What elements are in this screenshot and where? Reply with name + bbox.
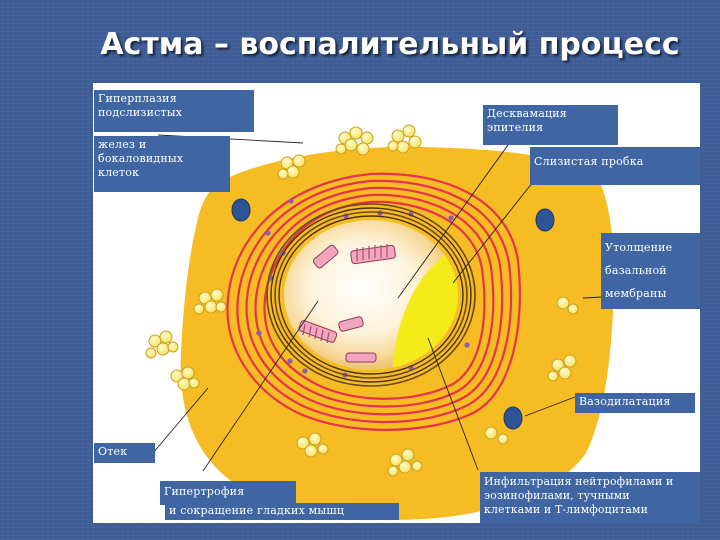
label-hyperplasia-line2: подслизистых [98, 106, 183, 119]
label-hypertrophy: Гипертрофия [160, 481, 296, 505]
label-hypertrophy-line1: Гипертрофия [164, 485, 245, 498]
label-thickening-line3: мембраны [605, 287, 667, 300]
label-thickening-line2: базальной [605, 264, 667, 277]
inflammatory-cells [256, 198, 470, 378]
label-thickening-line1: Утолщение [605, 241, 673, 254]
airway-cross-section [145, 124, 615, 520]
label-desquamation-line1: Десквамация [487, 107, 567, 120]
label-hyperplasia-line5: клеток [98, 166, 140, 179]
label-thickening: Утолщение базальной мембраны [601, 233, 700, 309]
label-hyperplasia-line1: Гиперплазия [98, 92, 177, 105]
label-vasodilation-text: Вазодилатация [579, 395, 671, 408]
submucosal-glands [145, 124, 579, 477]
blood-vessels [231, 198, 555, 430]
label-infiltration-line1: Инфильтрация нейтрофилами и [484, 475, 674, 488]
basement-membrane [266, 203, 476, 387]
label-hyperplasia-box1: Гиперплазия подслизистых [94, 90, 254, 132]
label-edema-text: Отек [98, 445, 128, 458]
label-desquamation: Десквамация эпителия [483, 105, 618, 145]
label-desquamation-line2: эпителия [487, 121, 544, 134]
label-infiltration-line2: эозинофилами, тучными [484, 489, 630, 502]
airway-diagram: Гиперплазия подслизистых желез и бокалов… [93, 83, 700, 523]
label-hyperplasia-box2: желез и бокаловидных клеток [94, 136, 230, 192]
label-edema: Отек [94, 443, 155, 463]
label-mucus-plug: Слизистая пробка [530, 147, 700, 185]
label-hyperplasia-line4: бокаловидных [98, 152, 184, 165]
label-hypertrophy-line2: и сокращение гладких мышц [169, 504, 345, 517]
label-hyperplasia-line3: желез и [98, 138, 147, 151]
slide-title: Астма – воспалительный процесс [100, 27, 680, 62]
desquamated-epithelium [298, 244, 396, 363]
label-infiltration-line3: клетками и Т-лимфоцитами [484, 503, 649, 516]
label-hypertrophy-2: и сокращение гладких мышц [165, 503, 399, 520]
smooth-muscle-layer [226, 172, 521, 431]
label-vasodilation: Вазодилатация [575, 393, 695, 413]
label-mucus-plug-text: Слизистая пробка [534, 155, 644, 168]
label-infiltration: Инфильтрация нейтрофилами и эозинофилами… [480, 472, 700, 523]
